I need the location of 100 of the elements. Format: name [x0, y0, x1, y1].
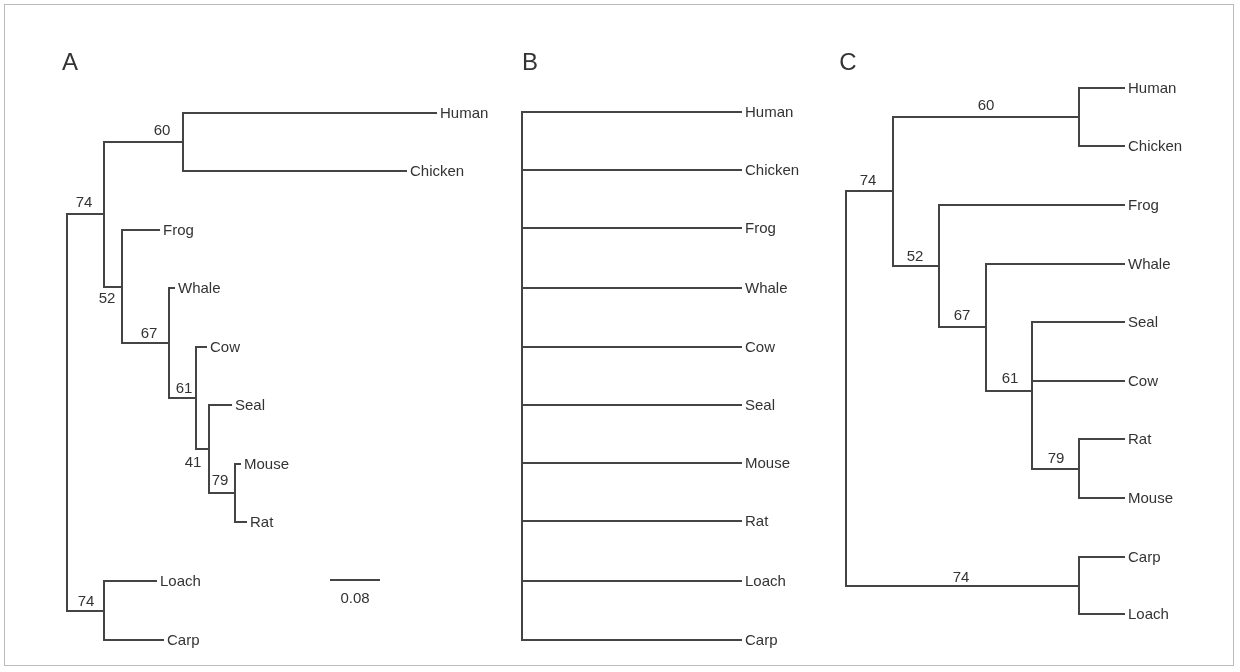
tree-branch [103, 639, 165, 641]
taxon-label: Chicken [410, 162, 465, 180]
support-value: 52 [906, 248, 924, 264]
taxon-label: Rat [1128, 430, 1152, 448]
support-value: 74 [77, 593, 95, 609]
tree-branch [845, 190, 894, 192]
tree-junction-line [195, 346, 197, 450]
taxon-label: Loach [1128, 605, 1169, 623]
tree-junction-line [121, 229, 123, 344]
tree-junction-line [892, 116, 894, 267]
tree-branch [208, 492, 236, 494]
tree-branch [521, 639, 743, 641]
tree-junction-line [985, 263, 987, 392]
taxon-label: Frog [1128, 196, 1159, 214]
tree-junction-line [845, 190, 847, 587]
tree-branch [1078, 87, 1126, 89]
tree-branch [1078, 438, 1126, 440]
support-value: 79 [1047, 450, 1065, 466]
taxon-label: Carp [1128, 548, 1161, 566]
tree-branch [103, 141, 184, 143]
tree-branch [521, 287, 743, 289]
tree-junction-line [182, 112, 184, 172]
tree-branch [1031, 468, 1080, 470]
tree-junction-line [1078, 438, 1080, 499]
support-value: 60 [153, 122, 171, 138]
support-value: 74 [859, 172, 877, 188]
taxon-label: Chicken [745, 161, 800, 179]
tree-junction-line [1078, 87, 1080, 147]
support-value: 67 [140, 325, 158, 341]
tree-branch [182, 112, 438, 114]
tree-branch [521, 404, 743, 406]
tree-branch [121, 229, 161, 231]
taxon-label: Loach [745, 572, 786, 590]
tree-branch [121, 342, 170, 344]
tree-branch [985, 390, 1033, 392]
tree-branch [521, 580, 743, 582]
taxon-label: Rat [745, 512, 769, 530]
tree-branch [168, 397, 197, 399]
tree-branch [103, 580, 158, 582]
panel-letter: B [522, 49, 538, 75]
tree-branch [1078, 556, 1126, 558]
support-value: 60 [977, 97, 995, 113]
support-value: 41 [184, 454, 202, 470]
taxon-label: Mouse [244, 455, 290, 473]
taxon-label: Whale [1128, 255, 1171, 273]
tree-branch [892, 265, 940, 267]
taxon-label: Cow [1128, 372, 1158, 390]
tree-junction-line [1031, 321, 1033, 470]
panel-letter: C [839, 49, 857, 75]
tree-branch [195, 346, 208, 348]
support-value: 61 [175, 380, 193, 396]
scale-value: 0.08 [340, 590, 370, 606]
taxon-label: Frog [163, 221, 194, 239]
support-value: 79 [211, 472, 229, 488]
tree-branch [521, 111, 743, 113]
support-value: 61 [1001, 370, 1019, 386]
taxon-label: Mouse [745, 454, 791, 472]
tree-branch [521, 227, 743, 229]
taxon-label: Human [440, 104, 489, 122]
tree-branch [1078, 145, 1126, 147]
tree-branch [845, 585, 1080, 587]
taxon-label: Cow [210, 338, 240, 356]
tree-junction-line [521, 111, 523, 641]
taxon-label: Carp [745, 631, 778, 649]
tree-branch [182, 170, 408, 172]
tree-junction-line [1078, 556, 1080, 615]
taxon-label: Human [745, 103, 794, 121]
tree-branch [521, 520, 743, 522]
tree-branch [1031, 321, 1126, 323]
taxon-label: Carp [167, 631, 200, 649]
taxon-label: Seal [235, 396, 266, 414]
support-value: 74 [75, 194, 93, 210]
tree-branch [938, 326, 987, 328]
support-value: 74 [952, 569, 970, 585]
taxon-label: Human [1128, 79, 1177, 97]
tree-branch [1078, 613, 1126, 615]
tree-junction-line [168, 287, 170, 399]
taxon-label: Whale [745, 279, 788, 297]
tree-junction-line [103, 580, 105, 641]
support-value: 67 [953, 307, 971, 323]
taxon-label: Rat [250, 513, 274, 531]
tree-junction-line [208, 404, 210, 494]
taxon-label: Whale [178, 279, 221, 297]
tree-branch [1031, 380, 1126, 382]
tree-junction-line [938, 204, 940, 328]
taxon-label: Mouse [1128, 489, 1174, 507]
tree-branch [1078, 497, 1126, 499]
tree-junction-line [66, 213, 68, 612]
tree-branch [985, 263, 1126, 265]
tree-branch [938, 204, 1126, 206]
tree-branch [66, 213, 105, 215]
support-value: 52 [98, 290, 116, 306]
taxon-label: Seal [745, 396, 776, 414]
tree-branch [521, 462, 743, 464]
taxon-label: Cow [745, 338, 775, 356]
panel-letter: A [62, 49, 78, 75]
tree-branch [892, 116, 1080, 118]
taxon-label: Seal [1128, 313, 1159, 331]
taxon-label: Chicken [1128, 137, 1183, 155]
taxon-label: Loach [160, 572, 201, 590]
